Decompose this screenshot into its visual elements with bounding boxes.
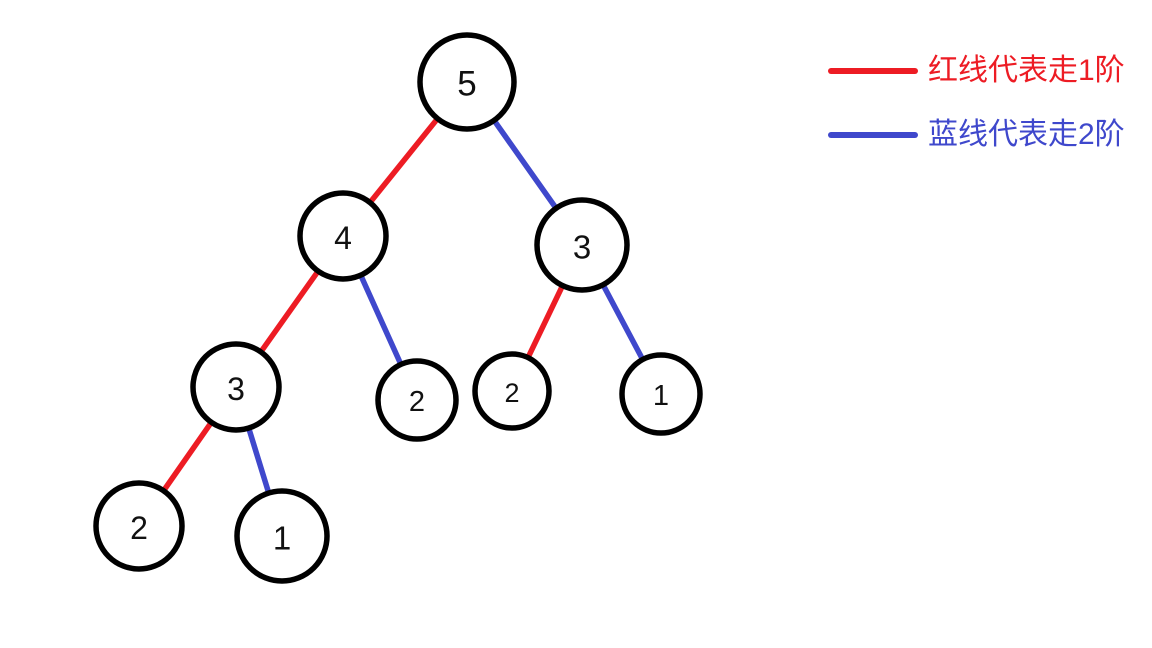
node-label-n4: 4 — [334, 220, 352, 256]
node-circle-n4 — [297, 190, 389, 282]
node-label-n1ll: 1 — [273, 520, 291, 557]
legend-label-step1: 红线代表走1阶 — [928, 54, 1125, 87]
node-label-n2r: 2 — [504, 378, 519, 408]
tree-node-n4: 4 — [297, 190, 389, 282]
edge-n3l-n2ll-step1 — [158, 418, 215, 497]
node-label-n3l: 3 — [227, 371, 245, 407]
node-circle-n5 — [417, 32, 517, 132]
node-label-n3r: 3 — [573, 229, 591, 266]
node-circle-n3r — [534, 197, 630, 293]
tree-node-n2r: 2 — [472, 351, 552, 431]
legend-label-step2: 蓝线代表走2阶 — [928, 118, 1125, 151]
tree-node-n3r: 3 — [534, 197, 630, 293]
node-circle-n3l — [190, 341, 282, 433]
edge-n5-n3r-step2 — [490, 116, 562, 215]
tree-node-n2m: 2 — [375, 358, 459, 442]
node-label-n1r: 1 — [653, 380, 669, 412]
tree-node-n1r: 1 — [619, 352, 703, 436]
tree-node-n1ll: 1 — [234, 488, 330, 584]
node-circle-n2ll — [93, 480, 185, 572]
edge-n4-n3l-step1 — [255, 267, 322, 358]
tree-node-n2ll: 2 — [93, 480, 185, 572]
legend-row-step1: 红线代表走1阶 — [828, 50, 1125, 92]
edge-n5-n4-step1 — [364, 115, 441, 209]
edge-n3l-n1ll-step2 — [245, 424, 273, 500]
node-label-n5: 5 — [457, 65, 476, 104]
legend: 红线代表走1阶 蓝线代表走2阶 — [828, 50, 1125, 156]
edge-n3r-n1r-step2 — [599, 281, 648, 366]
node-label-n2ll: 2 — [130, 510, 148, 546]
legend-red-line — [828, 68, 918, 74]
legend-row-step2: 蓝线代表走2阶 — [828, 114, 1125, 156]
legend-blue-line — [828, 132, 918, 138]
tree-node-n5: 5 — [417, 32, 517, 132]
edge-n4-n2m-step2 — [357, 271, 406, 371]
node-circle-n2r — [472, 351, 552, 431]
node-circle-n1ll — [234, 488, 330, 584]
node-circle-n1r — [619, 352, 703, 436]
node-circle-n2m — [375, 358, 459, 442]
edge-n3r-n2r-step1 — [523, 281, 566, 364]
node-label-n2m: 2 — [409, 386, 425, 418]
tree-node-n3l: 3 — [190, 341, 282, 433]
